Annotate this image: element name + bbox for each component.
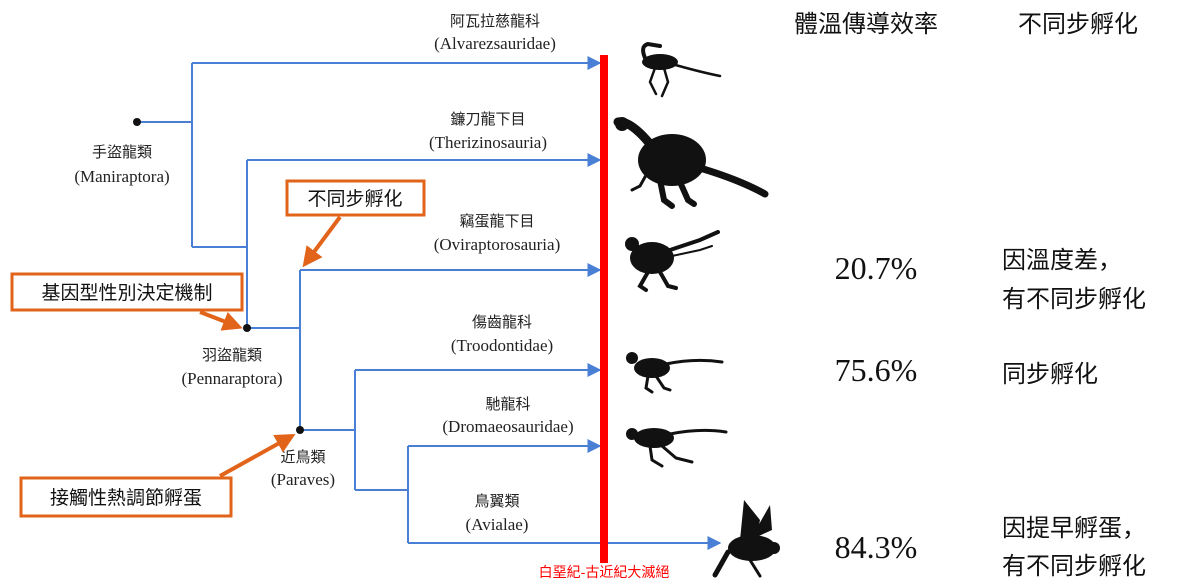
alvarezsauridae-latin: (Alvarezsauridae) (434, 34, 556, 53)
pennaraptora-latin: (Pennaraptora) (181, 369, 282, 388)
callout-genotypic-arrow (199, 310, 243, 331)
troodontidae-efficiency: 75.6% (835, 352, 918, 388)
therizinosauria-cn: 鐮刀龍下目 (450, 110, 525, 128)
avialae-note-line2: 有不同步孵化 (1002, 552, 1146, 580)
dromaeosauridae-cn: 馳龍科 (485, 395, 530, 413)
avialae-note-line1: 因提早孵蛋， (1002, 514, 1146, 542)
alvarezsauridae-cn: 阿瓦拉慈龍科 (450, 12, 540, 30)
therizinosauria-latin: (Therizinosauria) (429, 133, 547, 152)
callout-async: 不同步孵化 (285, 179, 426, 268)
troodontidae-cn: 傷齒龍科 (472, 313, 532, 331)
oviraptorosauria-cn: 竊蛋龍下目 (459, 212, 534, 230)
pennaraptora-cn: 羽盜龍類 (202, 346, 262, 364)
maniraptora-cn: 手盜龍類 (92, 143, 152, 161)
callout-genotypic-text: 基因型性別決定機制 (41, 282, 212, 304)
callout-contact: 接觸性熱調節孵蛋 (19, 434, 296, 518)
avialae-latin: (Avialae) (466, 515, 529, 534)
maniraptora-node (133, 118, 141, 126)
callout-async-text: 不同步孵化 (307, 188, 402, 210)
alvarezsaur-silhouette-icon (641, 41, 722, 98)
paraves-latin: (Paraves) (271, 470, 335, 489)
oviraptor-silhouette-icon (625, 230, 720, 292)
tree-branches (137, 56, 722, 550)
oviraptorosauria-note-line2: 有不同步孵化 (1002, 285, 1146, 313)
bird-silhouette-icon (712, 500, 780, 578)
troodon-silhouette-icon (626, 352, 724, 394)
oviraptorosauria-latin: (Oviraptorosauria) (434, 235, 561, 254)
pennaraptora-node (243, 324, 251, 332)
conduction-efficiency-header: 體溫傳導效率 (794, 10, 938, 38)
kpg-extinction-label: 白堊紀-古近紀大滅絕 (539, 565, 670, 581)
troodontidae-note: 同步孵化 (1002, 360, 1098, 388)
callout-async-arrow (302, 215, 342, 268)
troodontidae-latin: (Troodontidae) (451, 336, 553, 355)
paraves-node (296, 426, 304, 434)
maniraptora-latin: (Maniraptora) (74, 167, 169, 186)
callout-contact-arrow (219, 434, 296, 478)
avialae-cn: 鳥翼類 (474, 492, 519, 510)
paraves-cn: 近鳥類 (280, 448, 325, 466)
therizinosaur-silhouette-icon (613, 117, 769, 209)
async-hatching-header: 不同步孵化 (1018, 10, 1138, 38)
callout-genotypic: 基因型性別決定機制 (10, 272, 244, 331)
dromaeosauridae-latin: (Dromaeosauridae) (442, 417, 573, 436)
avialae-efficiency: 84.3% (835, 529, 918, 565)
callout-contact-text: 接觸性熱調節孵蛋 (50, 487, 202, 509)
oviraptorosauria-note-line1: 因溫度差， (1002, 246, 1122, 274)
dromaeosaur-silhouette-icon (626, 428, 728, 468)
oviraptorosauria-efficiency: 20.7% (835, 250, 918, 286)
